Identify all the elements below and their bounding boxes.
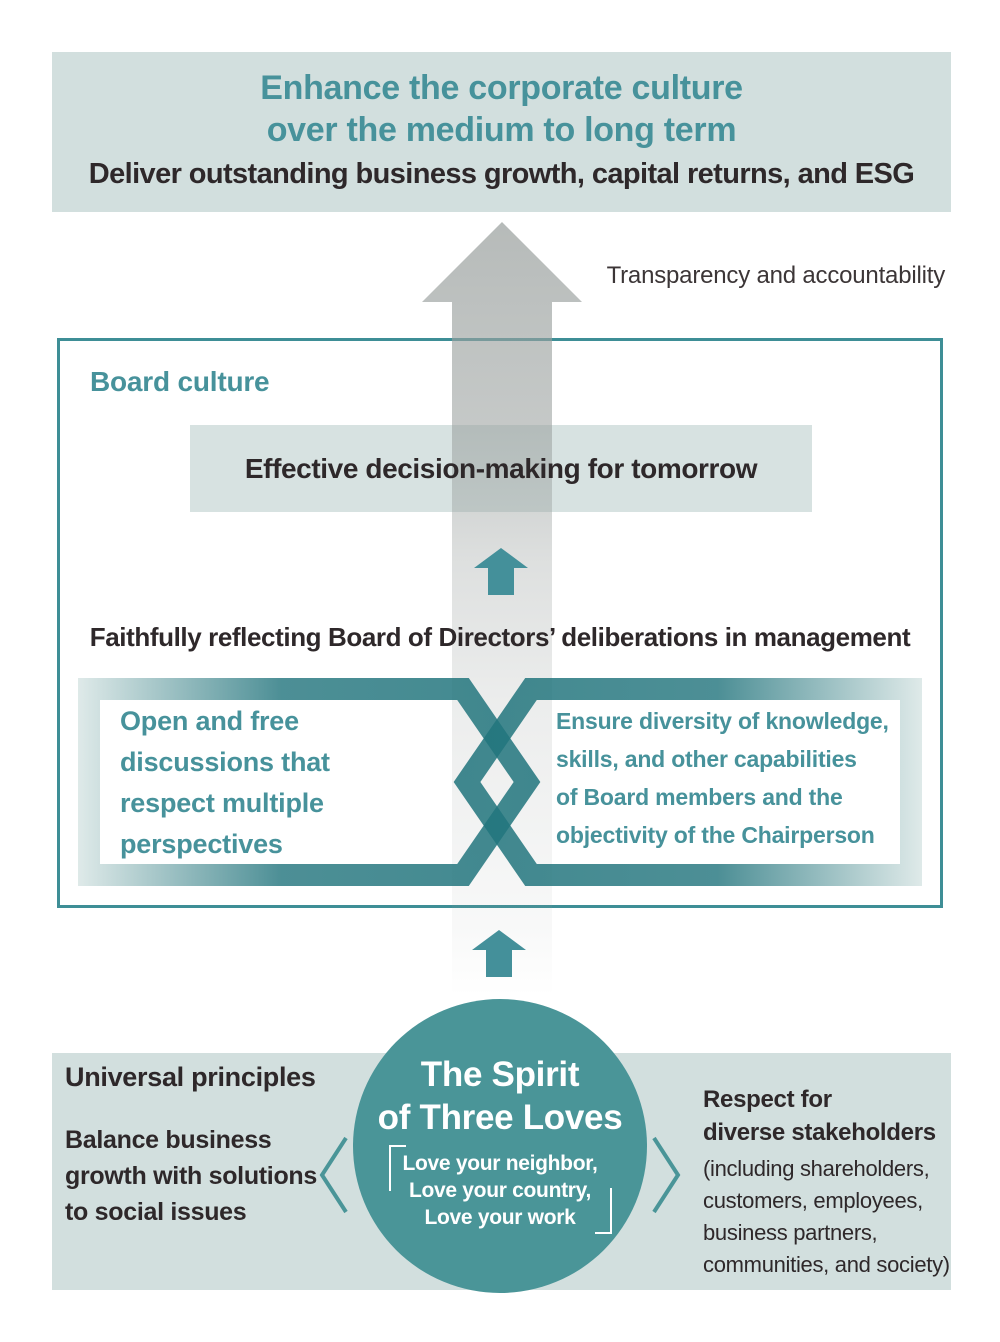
open-discussions-line: Open and free — [120, 706, 299, 736]
spirit-title-line: The Spirit — [420, 1055, 580, 1094]
respect-title-line: Respect for — [703, 1086, 832, 1113]
transparency-label: Transparency and accountability — [606, 262, 946, 289]
diversity-cell: Ensure diversity of knowledge, skills, a… — [556, 702, 889, 854]
balance-line: growth with solutions — [65, 1162, 318, 1190]
spirit-quote: Love your neighbor, Love your country, L… — [388, 1145, 612, 1234]
goal-teal-line1: Enhance the corporate culture — [260, 69, 743, 107]
spirit-circle-title: The Spirit of Three Loves — [353, 999, 647, 1139]
reflect-management-label: Faithfully reflecting Board of Directors… — [89, 622, 911, 652]
respect-detail-line: communities, and society) — [703, 1252, 950, 1277]
diversity-line: Ensure diversity of knowledge, — [556, 708, 889, 734]
small-up-arrow-icon — [472, 930, 526, 977]
spirit-quote-line: Love your work — [424, 1206, 576, 1229]
respect-detail-line: business partners, — [703, 1220, 878, 1245]
diversity-line: of Board members and the — [556, 784, 843, 810]
open-discussions-line: respect multiple — [120, 788, 324, 818]
open-discussions-cell: Open and free discussions that respect m… — [120, 701, 330, 865]
respect-detail-line: (including shareholders, — [703, 1156, 930, 1181]
balance-line: Balance business — [65, 1126, 272, 1154]
diversity-line: skills, and other capabilities — [556, 746, 857, 772]
balance-business-label: Balance business growth with solutions t… — [65, 1122, 317, 1230]
universal-principles-title: Universal principles — [65, 1062, 316, 1092]
goal-dark-line: Deliver outstanding business growth, cap… — [88, 158, 915, 190]
respect-title-line: diverse stakeholders — [703, 1119, 936, 1146]
spirit-quote-line: Love your country, — [408, 1179, 592, 1202]
respect-detail-line: customers, employees, — [703, 1188, 923, 1213]
diversity-line: objectivity of the Chairperson — [556, 822, 875, 848]
respect-stakeholders-detail: (including shareholders, customers, empl… — [703, 1153, 950, 1281]
spirit-title-line: of Three Loves — [377, 1098, 623, 1137]
spirit-circle: The Spirit of Three Loves Love your neig… — [353, 999, 647, 1293]
goal-banner: Enhance the corporate culture over the m… — [52, 52, 951, 212]
decision-box-label: Effective decision-making for tomorrow — [244, 452, 758, 484]
respect-stakeholders-title: Respect for diverse stakeholders — [703, 1083, 936, 1149]
open-discussions-line: perspectives — [120, 829, 283, 859]
board-culture-title: Board culture — [90, 366, 270, 397]
open-discussions-line: discussions that — [120, 747, 330, 777]
spirit-quote-line: Love your neighbor, — [402, 1152, 598, 1175]
goal-teal-line2: over the medium to long term — [266, 111, 737, 149]
balance-line: to social issues — [65, 1198, 247, 1226]
spirit-quote-wrap: Love your neighbor, Love your country, L… — [353, 1145, 647, 1234]
